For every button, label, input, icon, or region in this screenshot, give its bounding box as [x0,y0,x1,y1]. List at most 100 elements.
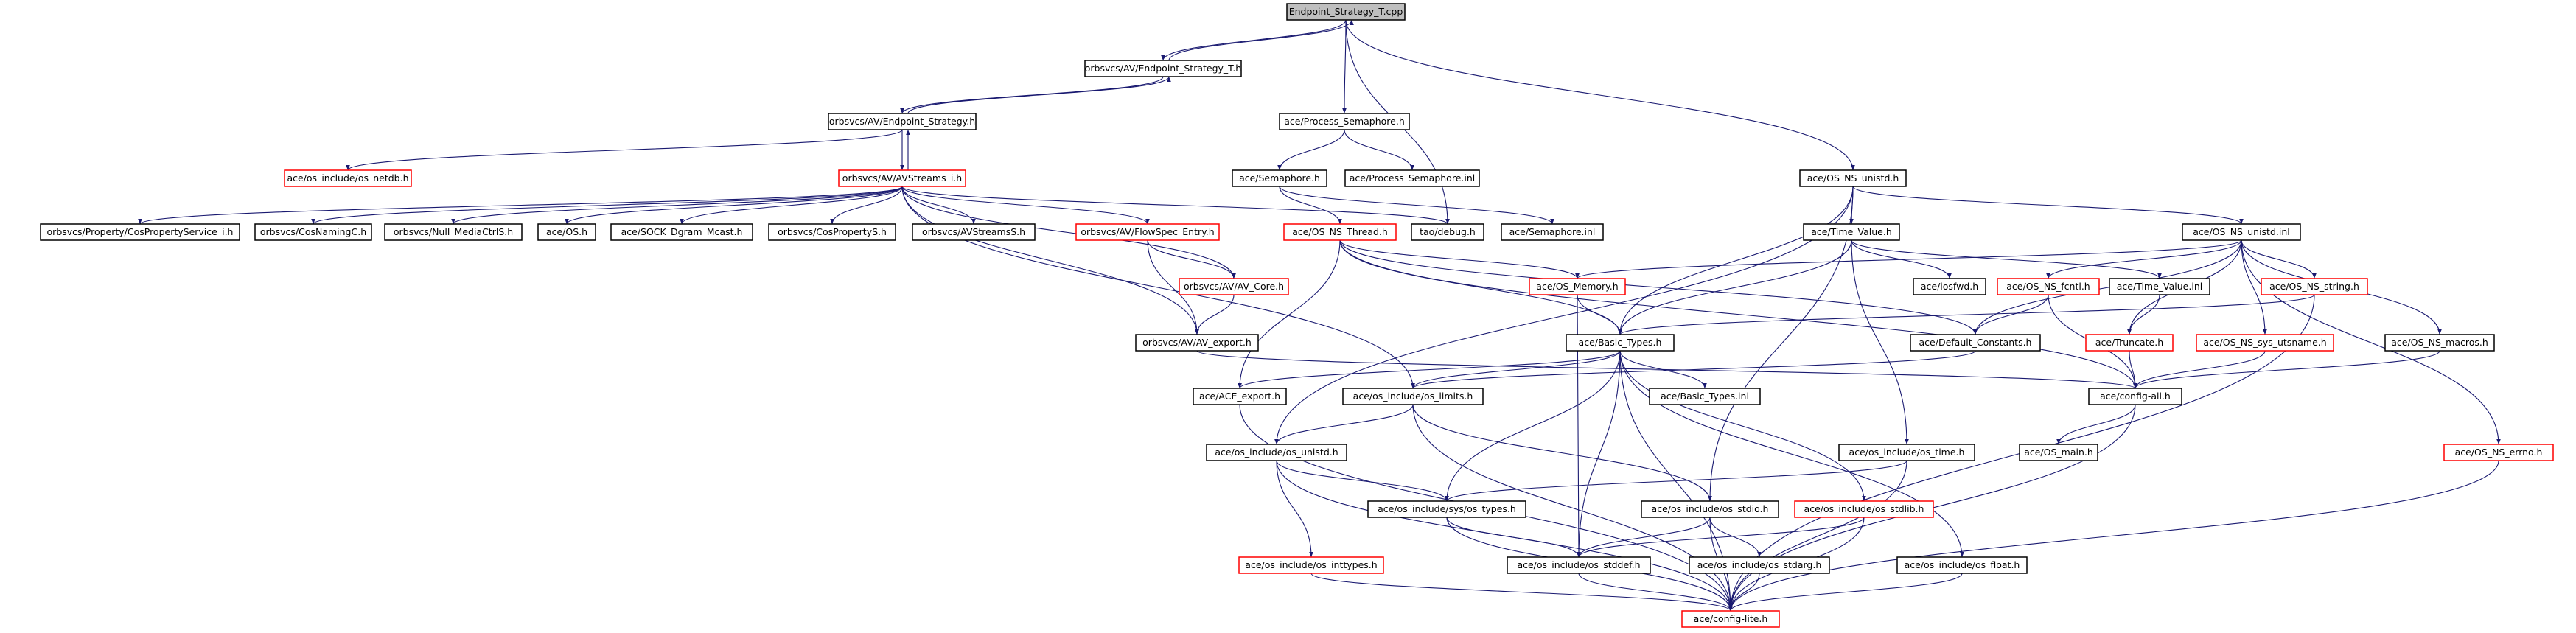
node-flowspec-box[interactable] [1075,223,1220,241]
node-iosfwd-box[interactable] [1913,278,1986,295]
node-osstdarg[interactable]: ace/os_include/os_stdarg.h [1689,556,1830,574]
node-osunistd_inc-box[interactable] [1206,444,1347,461]
node-configlite-box[interactable] [1681,610,1780,628]
node-osunistd_inl-box[interactable] [2182,223,2301,241]
node-osstdlib[interactable]: ace/os_include/os_stdlib.h [1794,500,1934,518]
node-oslimits[interactable]: ace/os_include/os_limits.h [1342,388,1484,405]
node-osinttypes-box[interactable] [1238,556,1384,574]
node-osthread-box[interactable] [1283,223,1397,241]
node-configall[interactable]: ace/config-all.h [2088,388,2182,405]
node-sockdgram-box[interactable] [610,223,753,241]
node-timevalue_inl-box[interactable] [2109,278,2210,295]
node-osstring-box[interactable] [2261,278,2368,295]
node-es_h-box[interactable] [828,113,977,130]
node-root-box[interactable] [1286,3,1406,21]
node-cosnamingc-box[interactable] [254,223,372,241]
node-aceexport-box[interactable] [1193,388,1287,405]
node-nullmedia[interactable]: orbsvcs/Null_MediaCtrlS.h [384,223,523,241]
node-oserrno[interactable]: ace/OS_NS_errno.h [2443,444,2554,461]
node-netdb-box[interactable] [284,169,412,187]
node-osstdio-box[interactable] [1641,500,1779,518]
node-es_h[interactable]: orbsvcs/AV/Endpoint_Strategy.h [828,113,977,130]
node-taodebug[interactable]: tao/debug.h [1411,223,1484,241]
node-flowspec[interactable]: orbsvcs/AV/FlowSpec_Entry.h [1075,223,1220,241]
node-sem_inl[interactable]: ace/Semaphore.inl [1501,223,1604,241]
node-avstreamss-box[interactable] [912,223,1036,241]
node-netdb[interactable]: ace/os_include/os_netdb.h [284,169,412,187]
node-basictypes_h[interactable]: ace/Basic_Types.h [1566,334,1675,352]
node-osmacros-box[interactable] [2384,334,2495,352]
node-taodebug-box[interactable] [1411,223,1484,241]
node-osthread[interactable]: ace/OS_NS_Thread.h [1283,223,1397,241]
node-osstddef[interactable]: ace/os_include/os_stddef.h [1507,556,1651,574]
node-avstreams_i[interactable]: orbsvcs/AV/AVStreams_i.h [838,169,966,187]
node-osfloat-box[interactable] [1896,556,2028,574]
node-avcore[interactable]: orbsvcs/AV/AV_Core.h [1179,278,1289,295]
node-utsname-box[interactable] [2196,334,2334,352]
node-root[interactable]: Endpoint_Strategy_T.cpp [1286,3,1406,21]
node-osmain[interactable]: ace/OS_main.h [2019,444,2098,461]
node-configlite[interactable]: ace/config-lite.h [1681,610,1780,628]
node-cosnamingc[interactable]: orbsvcs/CosNamingC.h [254,223,372,241]
node-cosprop_i[interactable]: orbsvcs/Property/CosPropertyService_i.h [40,223,240,241]
node-configall-box[interactable] [2088,388,2182,405]
node-timevalue_h-box[interactable] [1803,223,1900,241]
node-oserrno-box[interactable] [2443,444,2554,461]
node-nullmedia-box[interactable] [384,223,523,241]
node-iosfwd[interactable]: ace/iosfwd.h [1913,278,1986,295]
node-osmacros[interactable]: ace/OS_NS_macros.h [2384,334,2495,352]
node-ace_os-box[interactable] [537,223,596,241]
node-osmain-box[interactable] [2019,444,2098,461]
node-cosprops[interactable]: orbsvcs/CosPropertyS.h [768,223,896,241]
node-defconst-box[interactable] [1910,334,2041,352]
node-avstreamss[interactable]: orbsvcs/AVStreamsS.h [912,223,1036,241]
node-osmemory[interactable]: ace/OS_Memory.h [1529,278,1626,295]
node-osinttypes[interactable]: ace/os_include/os_inttypes.h [1238,556,1384,574]
node-osunistd_inl[interactable]: ace/OS_NS_unistd.inl [2182,223,2301,241]
node-timevalue_inl[interactable]: ace/Time_Value.inl [2109,278,2210,295]
node-basictypes_h-box[interactable] [1566,334,1675,352]
node-ostypes-box[interactable] [1367,500,1526,518]
node-osstddef-box[interactable] [1507,556,1651,574]
node-ace_os[interactable]: ace/OS.h [537,223,596,241]
node-basictypes_inl[interactable]: ace/Basic_Types.inl [1649,388,1761,405]
node-aceexport[interactable]: ace/ACE_export.h [1193,388,1287,405]
node-utsname[interactable]: ace/OS_NS_sys_utsname.h [2196,334,2334,352]
node-sem_h[interactable]: ace/Semaphore.h [1232,169,1327,187]
node-osstdarg-box[interactable] [1689,556,1830,574]
node-basictypes_inl-box[interactable] [1649,388,1761,405]
node-timevalue_h[interactable]: ace/Time_Value.h [1803,223,1900,241]
node-ostypes[interactable]: ace/os_include/sys/os_types.h [1367,500,1526,518]
node-procsem_h-box[interactable] [1279,113,1410,130]
node-truncate[interactable]: ace/Truncate.h [2085,334,2174,352]
node-avexport[interactable]: orbsvcs/AV/AV_export.h [1135,334,1259,352]
node-osfcntl-box[interactable] [1997,278,2100,295]
node-avexport-box[interactable] [1135,334,1259,352]
node-osmemory-box[interactable] [1529,278,1626,295]
node-osunistd_h-box[interactable] [1799,169,1907,187]
node-sockdgram[interactable]: ace/SOCK_Dgram_Mcast.h [610,223,753,241]
node-sem_h-box[interactable] [1232,169,1327,187]
node-osfcntl[interactable]: ace/OS_NS_fcntl.h [1997,278,2100,295]
node-osunistd_inc[interactable]: ace/os_include/os_unistd.h [1206,444,1347,461]
node-est_h-box[interactable] [1084,60,1242,77]
node-oslimits-box[interactable] [1342,388,1484,405]
node-osstdio[interactable]: ace/os_include/os_stdio.h [1641,500,1779,518]
node-defconst[interactable]: ace/Default_Constants.h [1910,334,2041,352]
node-cosprop_i-box[interactable] [40,223,240,241]
node-procsem_inl[interactable]: ace/Process_Semaphore.inl [1344,169,1480,187]
node-ostime-box[interactable] [1838,444,1975,461]
node-cosprops-box[interactable] [768,223,896,241]
node-ostime[interactable]: ace/os_include/os_time.h [1838,444,1975,461]
node-est_h[interactable]: orbsvcs/AV/Endpoint_Strategy_T.h [1084,60,1242,77]
node-sem_inl-box[interactable] [1501,223,1604,241]
node-avcore-box[interactable] [1179,278,1289,295]
node-osstring[interactable]: ace/OS_NS_string.h [2261,278,2368,295]
node-osunistd_h[interactable]: ace/OS_NS_unistd.h [1799,169,1907,187]
node-osstdlib-box[interactable] [1794,500,1934,518]
node-procsem_h[interactable]: ace/Process_Semaphore.h [1279,113,1410,130]
node-procsem_inl-box[interactable] [1344,169,1480,187]
node-osfloat[interactable]: ace/os_include/os_float.h [1896,556,2028,574]
node-avstreams_i-box[interactable] [838,169,966,187]
node-truncate-box[interactable] [2085,334,2174,352]
